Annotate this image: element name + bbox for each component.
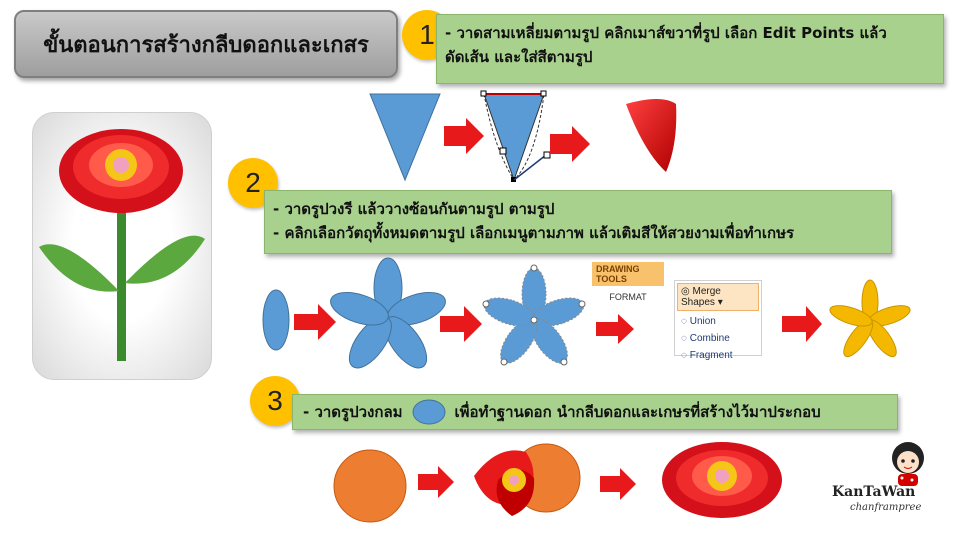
edit-point-handle [480,90,487,97]
drawing-tools-ribbon: DRAWING TOOLS FORMAT [592,262,664,308]
edit-point-handle [543,151,551,159]
flower-head [59,129,183,213]
merge-shapes-button[interactable]: ◎ Merge Shapes ▾ [677,283,759,311]
brand-logo: KanTaWan chanframpree [832,440,942,520]
edit-points-triangle [483,93,545,182]
blue-circle-icon [412,399,446,425]
step-2-arrow-2 [596,314,634,344]
step-2-illustration [262,257,586,369]
arrow-icon [782,306,822,342]
arrow-icon [444,118,484,154]
partially-assembled-flower [474,443,581,516]
merge-shapes-icon: ◎ [681,286,690,297]
step-3-line-2: เพื่อทำฐานดอก นำกลีบดอกและเกษรที่สร้างไว… [454,403,821,421]
blue-five-petal-flower [330,257,446,369]
merge-shapes-menu: ◎ Merge Shapes ▾ ◌ Union ◌ Combine ◌ Fra… [674,280,762,361]
step-1-line-1: - วาดสามเหลี่ยมตามรูป คลิกเมาส์ขวาที่รูป… [445,24,887,42]
edit-point-handle [511,177,516,182]
finished-flower [662,442,782,518]
red-petal-shape [626,99,677,172]
step-1-line-2: ดัดเส้น และใส่สีตามรูป [445,48,593,66]
selected-flower-shape [482,264,586,366]
arrow-icon [294,304,336,340]
menu-item-fragment[interactable]: ◌ Fragment [675,347,761,364]
step-3-number: 3 [267,385,283,416]
ellipse-shape [262,289,290,351]
fragment-icon: ◌ [681,350,687,361]
step-3-badge: 3 [250,376,300,426]
orange-circle-base [333,449,407,523]
step-3-line-1: - วาดรูปวงกลม [303,403,403,421]
logo-name: KanTaWan [832,484,916,500]
chevron-down-icon: ▾ [717,297,723,308]
menu-item-fragment-label: Fragment [689,350,733,361]
format-tab[interactable]: FORMAT [609,292,647,302]
gold-stamen-shape [829,279,911,358]
flower-stem [117,205,126,361]
flower-photo-frame [32,112,212,380]
leaf-right [125,235,205,284]
step-2-instruction: - วาดรูปวงรี แล้ววางซ้อนกันตามรูป ตามรูป… [264,190,892,254]
step-3-illustration [333,442,782,523]
title-banner: ขั้นตอนการสร้างกลีบดอกและเกสร [14,10,398,78]
merge-shapes-label: Merge Shapes [681,286,721,308]
edit-point-handle [540,90,547,97]
step-1-illustration [369,90,677,182]
tangent-line [513,154,547,181]
flower-image [39,129,205,361]
logo-subtitle: chanframpree [850,502,922,513]
step-1-number: 1 [419,19,435,50]
leaf-left [39,244,119,292]
triangle-shape [369,93,441,182]
step-2-result [782,279,911,358]
step-1-instruction: - วาดสามเหลี่ยมตามรูป คลิกเมาส์ขวาที่รูป… [436,14,944,84]
step-3-instruction: - วาดรูปวงกลม เพื่อทำฐานดอก นำกลีบดอกและ… [292,394,898,430]
step-2-number: 2 [245,167,261,198]
menu-item-combine[interactable]: ◌ Combine [675,330,761,347]
menu-item-union[interactable]: ◌ Union [675,313,761,330]
combine-icon: ◌ [681,333,687,344]
page-title: ขั้นตอนการสร้างกลีบดอกและเกสร [43,32,369,58]
step-2-line-1: - วาดรูปวงรี แล้ววางซ้อนกันตามรูป ตามรูป [273,200,555,218]
union-icon: ◌ [681,316,687,327]
arrow-icon [550,126,590,162]
cartoon-girl-icon [892,442,924,486]
step-2-badge: 2 [228,158,278,208]
arrow-icon [596,314,634,344]
menu-item-combine-label: Combine [689,333,730,344]
step-2-line-2: - คลิกเลือกวัตถุทั้งหมดตามรูป เลือกเมนูต… [273,224,795,242]
arrow-icon [418,466,454,498]
drawing-tools-tab: DRAWING TOOLS [592,262,664,286]
arrow-icon [440,306,482,342]
menu-item-union-label: Union [689,316,716,327]
arrow-icon [600,468,636,500]
edit-point-handle [499,147,507,155]
